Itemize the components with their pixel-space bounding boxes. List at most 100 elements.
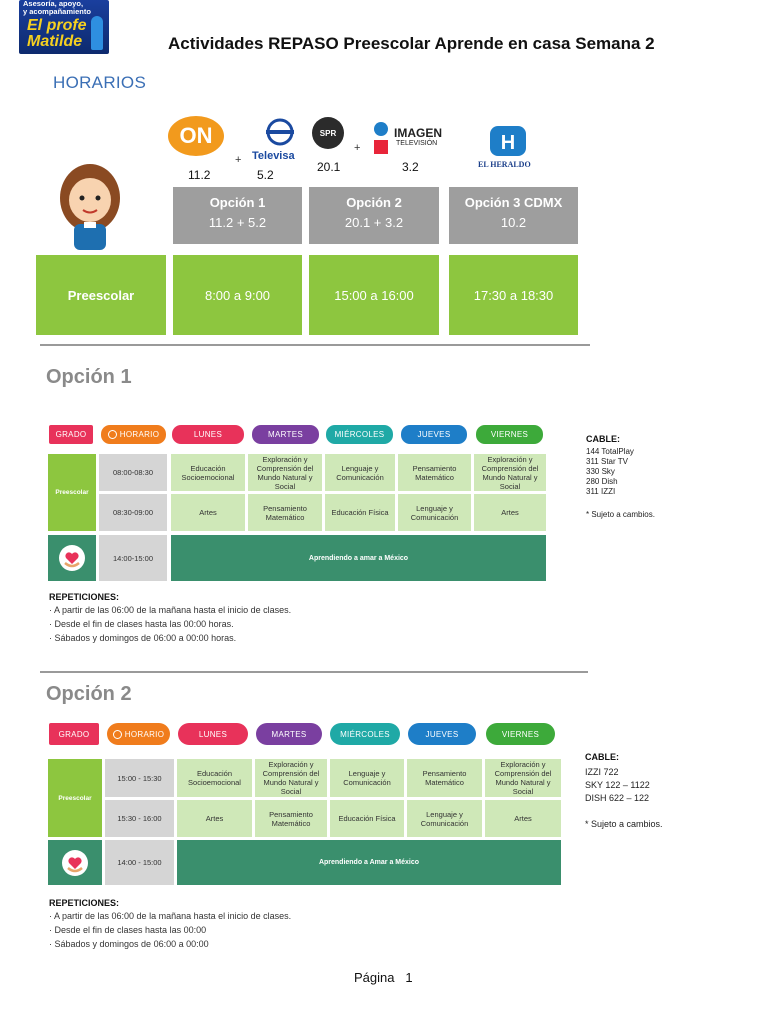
profe-matilde-logo: Asesoría, apoyo, y acompañamiento El pro… bbox=[19, 0, 109, 54]
opcion-3-channels: 10.2 bbox=[500, 215, 527, 230]
opt2-miercoles-2: Educación Física bbox=[330, 800, 404, 837]
clock-icon-2 bbox=[112, 729, 122, 739]
opt1-jueves-1: Pensamiento Matemático bbox=[398, 454, 471, 491]
header-grado: GRADO bbox=[49, 425, 93, 444]
page-number: 1 bbox=[405, 970, 413, 985]
televisa-logo bbox=[266, 118, 294, 146]
opt1-slot-2: 08:30-09:00 bbox=[99, 494, 167, 531]
imagen-circle-icon bbox=[374, 122, 388, 136]
header-jueves-2: JUEVES bbox=[408, 723, 476, 745]
document-title: Actividades REPASO Preescolar Aprende en… bbox=[168, 34, 655, 53]
logo-line-2: y acompañamiento bbox=[23, 7, 91, 16]
televisa-label: Televisa bbox=[252, 150, 295, 162]
header-grado-2: GRADO bbox=[49, 723, 99, 745]
televisa-channel-number: 5.2 bbox=[257, 168, 274, 182]
heraldo-h-icon: H bbox=[490, 126, 526, 156]
opt1-cable-title: CABLE: bbox=[586, 434, 620, 444]
option-2-heading: Opción 2 bbox=[46, 683, 132, 705]
svg-text:H: H bbox=[501, 132, 515, 154]
opt2-martes-1: Exploración y Comprensión del Mundo Natu… bbox=[255, 759, 327, 797]
header-lunes-2: LUNES bbox=[178, 723, 248, 745]
opt1-lunes-2: Artes bbox=[171, 494, 245, 531]
opt2-lunes-1: Educación Socioemocional bbox=[177, 759, 252, 797]
opt2-note: * Sujeto a cambios. bbox=[585, 819, 663, 829]
opt2-cable-1: IZZI 722 bbox=[585, 767, 619, 777]
opt2-rep-line-1: · A partir de las 06:00 de la mañana has… bbox=[49, 911, 292, 921]
opt1-lunes-1: Educación Socioemocional bbox=[171, 454, 245, 491]
opt1-cable-5: 311 IZZI bbox=[586, 487, 616, 496]
opcion-1-title: Opción 1 bbox=[209, 195, 266, 210]
opt2-miercoles-1: Lenguaje y Comunicación bbox=[330, 759, 404, 797]
opt1-cable-4: 280 Dish bbox=[586, 477, 618, 486]
header-jueves: JUEVES bbox=[401, 425, 467, 444]
opt1-martes-2: Pensamiento Matemático bbox=[248, 494, 322, 531]
heart-hands-icon-2 bbox=[62, 849, 88, 876]
header-horario-label-2: HORARIO bbox=[124, 729, 165, 739]
spr-logo: SPR bbox=[312, 117, 344, 149]
heart-hands-icon bbox=[59, 545, 85, 571]
opt1-viernes-2: Artes bbox=[474, 494, 546, 531]
opt1-miercoles-1: Lenguaje y Comunicación bbox=[325, 454, 395, 491]
clock-icon bbox=[107, 430, 117, 439]
opcion-3-time: 17:30 a 18:30 bbox=[449, 255, 578, 335]
imagen-channel-number: 3.2 bbox=[402, 160, 419, 174]
opt2-rep-line-2: · Desde el fin de clases hasta las 00:00 bbox=[49, 925, 207, 935]
opt1-miercoles-2: Educación Física bbox=[325, 494, 395, 531]
opt2-lunes-2: Artes bbox=[177, 800, 252, 837]
once-ninas-ninos-logo: ON bbox=[168, 116, 224, 156]
imagen-label: IMAGEN bbox=[394, 126, 442, 140]
imagen-sub-label: TELEVISIÓN bbox=[396, 140, 438, 147]
opt2-rep-line-3: · Sábados y domingos de 06:00 a 00:00 bbox=[49, 939, 209, 949]
opt1-repeticiones-title: REPETICIONES: bbox=[49, 592, 120, 602]
opt1-cable-2: 311 Star TV bbox=[586, 457, 628, 466]
logo-line-4: Matilde bbox=[27, 33, 83, 50]
opt1-rep-line-2: · Desde el fin de clases hasta las 00:00… bbox=[49, 619, 234, 629]
opt1-amar-mexico-cell: Aprendiendo a amar a México bbox=[171, 535, 546, 581]
girl-illustration bbox=[60, 164, 120, 250]
preescolar-row-label: Preescolar bbox=[36, 255, 166, 335]
opt2-slot-3: 14:00 - 15:00 bbox=[105, 840, 174, 885]
opcion-1-time: 8:00 a 9:00 bbox=[173, 255, 302, 335]
header-miercoles-2: MIÉRCOLES bbox=[330, 723, 400, 745]
plus-sign-1: + bbox=[235, 154, 242, 166]
header-horario-2: HORARIO bbox=[107, 723, 170, 745]
heraldo-label: EL HERALDO bbox=[478, 160, 531, 169]
imagen-square-icon bbox=[374, 140, 388, 154]
page-footer: Página 1 bbox=[354, 970, 413, 985]
opt2-cable-2: SKY 122 – 1122 bbox=[585, 780, 650, 790]
opt2-amar-mexico-cell: Aprendiendo a Amar a México bbox=[177, 840, 561, 885]
opt2-jueves-2: Lenguaje y Comunicación bbox=[407, 800, 482, 837]
opcion-2-title: Opción 2 bbox=[346, 195, 402, 210]
opt1-cable-3: 330 Sky bbox=[586, 467, 615, 476]
opt1-note: * Sujeto a cambios. bbox=[586, 510, 655, 519]
opcion-3-title: Opción 3 CDMX bbox=[464, 195, 563, 210]
option-1-heading: Opción 1 bbox=[46, 366, 132, 388]
opt2-slot-2: 15:30 - 16:00 bbox=[105, 800, 174, 837]
opt2-jueves-1: Pensamiento Matemático bbox=[407, 759, 482, 797]
opt2-repeticiones-title: REPETICIONES: bbox=[49, 898, 120, 908]
page-label: Página bbox=[354, 970, 395, 985]
opcion-1-header: Opción 1 11.2 + 5.2 bbox=[173, 187, 302, 244]
opt1-rep-line-3: · Sábados y domingos de 06:00 a 00:00 ho… bbox=[49, 633, 237, 643]
opcion-2-time: 15:00 a 16:00 bbox=[309, 255, 439, 335]
header-martes: MARTES bbox=[252, 425, 319, 444]
logo-line-3: El profe bbox=[27, 17, 87, 34]
once-channel-number: 11.2 bbox=[188, 168, 211, 182]
opt2-viernes-1: Exploración y Comprensión del Mundo Natu… bbox=[485, 759, 561, 797]
opt2-slot-1: 15:00 - 15:30 bbox=[105, 759, 174, 797]
opt2-grado-cell: Preescolar bbox=[48, 759, 102, 837]
opt1-slot-3: 14:00-15:00 bbox=[99, 535, 167, 581]
opt1-rep-line-1: · A partir de las 06:00 de la mañana has… bbox=[49, 605, 292, 615]
person-figure-icon bbox=[91, 16, 103, 50]
opcion-3-header: Opción 3 CDMX 10.2 bbox=[449, 187, 578, 244]
header-miercoles: MIÉRCOLES bbox=[326, 425, 393, 444]
opcion-2-channels: 20.1 + 3.2 bbox=[344, 215, 404, 230]
opt1-viernes-1: Exploración y Comprensión del Mundo Natu… bbox=[474, 454, 546, 491]
opt1-martes-1: Exploración y Comprensión del Mundo Natu… bbox=[248, 454, 322, 491]
header-martes-2: MARTES bbox=[256, 723, 322, 745]
header-viernes: VIERNES bbox=[476, 425, 543, 444]
opt1-cable-1: 144 TotalPlay bbox=[586, 447, 634, 456]
horarios-heading: HORARIOS bbox=[53, 73, 147, 92]
opcion-1-channels: 11.2 + 5.2 bbox=[208, 215, 267, 230]
opt2-cable-title: CABLE: bbox=[585, 752, 619, 762]
